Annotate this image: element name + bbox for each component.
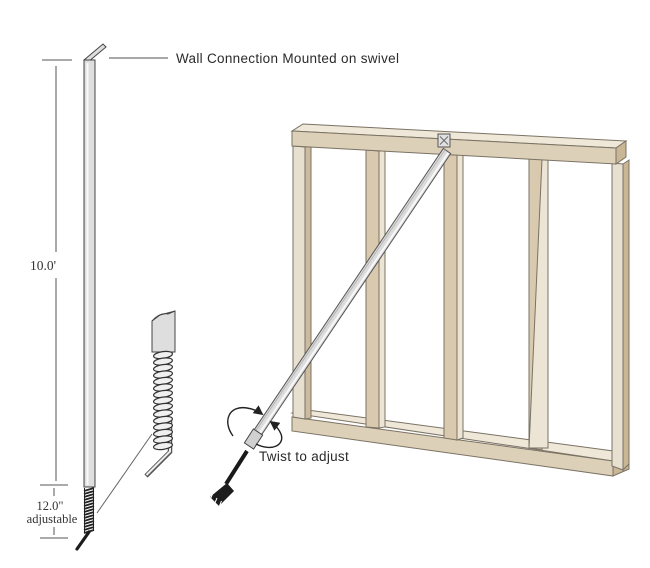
detail-leader-line <box>96 433 153 514</box>
pole-foot-hook <box>75 530 91 551</box>
stud-3 <box>443 153 464 441</box>
brace-foot-claw <box>209 483 234 508</box>
wall-connection-label: Wall Connection Mounted on swivel <box>176 51 399 66</box>
top-plate-end-face <box>615 140 627 165</box>
pole-tube <box>83 59 96 488</box>
brace-pole-front-view <box>75 43 107 551</box>
twist-annotation: Twist to adjust <box>227 405 349 464</box>
adjustable-value-label: 12.0" <box>37 499 64 513</box>
height-dimension-label: 10.0' <box>30 258 56 273</box>
rotation-arrow-right <box>255 420 283 449</box>
bracket-hatch-2 <box>439 136 449 145</box>
detail-tube-break-line <box>151 310 176 322</box>
stud-wall-frame <box>290 123 630 477</box>
brace-threaded-rod <box>224 449 249 486</box>
swivel-tab <box>83 43 107 63</box>
installed-brace <box>209 133 452 508</box>
brace-tube-shade <box>248 149 446 442</box>
rotation-arrow-left <box>227 405 264 437</box>
height-dimension: 10.0' <box>30 59 72 486</box>
wall-connection-annotation: Wall Connection Mounted on swivel <box>109 51 399 66</box>
adjustable-word-label: adjustable <box>27 512 78 526</box>
detail-tube <box>151 310 176 353</box>
detail-thread-coil <box>152 350 174 451</box>
stud-4 <box>528 157 549 451</box>
twist-label: Twist to adjust <box>259 449 349 464</box>
brace-tube-highlight <box>251 152 449 446</box>
threaded-end-detail <box>96 310 176 514</box>
adjustable-dimension: 12.0" adjustable <box>27 488 78 539</box>
pole-threaded-section <box>83 487 95 534</box>
stud-right-end <box>611 159 630 472</box>
stud-2 <box>365 149 386 429</box>
